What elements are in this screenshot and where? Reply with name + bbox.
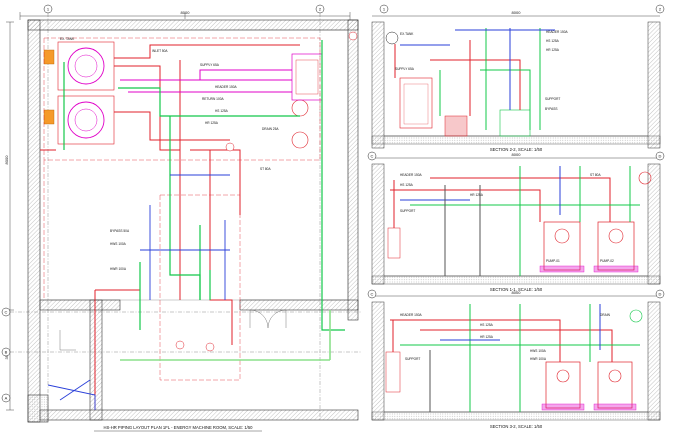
plan-grid-lines xyxy=(10,13,362,420)
plan-grid-c: C xyxy=(5,310,8,315)
section-2-2-tag-4: BYPASS xyxy=(545,107,558,111)
plan-room-outline xyxy=(39,29,349,301)
plan-piping-blue xyxy=(47,174,230,410)
section-1-1-tag-3: SUPPORT xyxy=(400,209,415,213)
plan-ref-red-dashed xyxy=(43,37,321,381)
section-3-2-dim: 8000 xyxy=(512,290,522,295)
section-3-2-tag-5: HWR 100A xyxy=(530,357,547,361)
plan-tag-10: ST 80A xyxy=(260,167,271,171)
section-3-2-tag-1: HS 125A xyxy=(480,323,494,327)
plan-section-markers xyxy=(175,31,358,352)
plan-tag-4: HS 125A xyxy=(215,109,229,113)
plan-tag-1: SUPPLY 65A xyxy=(200,63,220,67)
plan-grid-a: A xyxy=(5,396,8,401)
section-3-2-tag-0: HEADER 150A xyxy=(400,313,422,317)
plan-tag-0: INLET 50A xyxy=(152,49,168,53)
plan-tag-3: RETURN 100A xyxy=(202,97,224,101)
section-2-2-tag-3: SUPPORT xyxy=(545,97,560,101)
section-2-2-grid-a: 1 xyxy=(383,7,386,12)
section-1-1-tag-1: HS 125A xyxy=(400,183,414,187)
plan-dim-left: 8000 xyxy=(4,155,9,165)
section-2-2-tag-0: HEADER 150A xyxy=(546,30,568,34)
section-3-2-tag-3: SUPPORT xyxy=(405,357,420,361)
section-1-1: 8000 C D xyxy=(367,151,665,292)
section-2-2-dim: 8000 xyxy=(512,10,522,15)
plan-piping-green xyxy=(63,40,345,331)
section-3-2-tag-4: HWS 100A xyxy=(530,349,547,353)
plan-doors xyxy=(59,309,287,351)
plan-tag-2: HEADER 150A xyxy=(215,85,237,89)
section-1-1-dim: 8000 xyxy=(512,152,522,157)
plan-tag-7: BYPASS 50A xyxy=(110,229,130,233)
section-2-2-tag-2: HR 125A xyxy=(546,48,560,52)
plan-piping-lightgreen xyxy=(120,310,331,361)
section-2-2: 8000 1 2 xyxy=(371,4,665,152)
plan-grid-2: 2 xyxy=(319,7,322,12)
section-3-2-tag-6: DRAIN xyxy=(600,313,611,317)
plan-walls xyxy=(27,19,359,423)
section-views: 8000 1 2 xyxy=(367,4,665,429)
section-2-2-tag-5: SUPPLY 65A xyxy=(395,67,415,71)
section-2-2-caption: SECTION 2-2, SCALE: 1/50 xyxy=(490,147,543,152)
plan-dim-top: 8000 xyxy=(181,10,191,15)
plan-piping-red xyxy=(40,44,300,410)
section-1-1-tag-2: HR 125A xyxy=(470,193,484,197)
plan-caption: HS-HR PIPING LAYOUT PLAN 1FL - ENERGY MA… xyxy=(103,425,253,430)
plan-view: 8000 8000 3500 1 2 C B A xyxy=(1,4,362,432)
section-3-2: 8000 C D xyxy=(367,289,665,429)
section-3-2-tag-2: HR 125A xyxy=(480,335,494,339)
section-1-1-tag-6: ST 80A xyxy=(590,173,601,177)
plan-tag-6: DRAIN 25A xyxy=(262,127,279,131)
plan-grid-bubbles xyxy=(1,4,325,403)
section-2-2-tag-6: EX.TANK xyxy=(400,32,414,36)
plan-equipment xyxy=(43,41,323,149)
plan-tag-9: HWR 100A xyxy=(110,267,127,271)
section-1-1-tag-5: PUMP-02 xyxy=(600,259,614,263)
plan-grid-1: 1 xyxy=(47,7,50,12)
plan-tag-8: HWS 100A xyxy=(110,242,127,246)
section-1-1-caption: SECTION 1-1, SCALE: 1/50 xyxy=(490,287,543,292)
plan-tag-11: EX. TANK xyxy=(60,37,75,41)
section-2-2-tag-1: HS 125A xyxy=(546,39,560,43)
section-1-1-grid-a: C xyxy=(371,154,374,159)
plan-dimension-top xyxy=(19,12,351,20)
section-3-2-grid-b: D xyxy=(659,292,662,297)
section-1-1-grid-b: D xyxy=(659,154,662,159)
plan-piping-magenta xyxy=(120,69,292,93)
section-1-1-tag-0: HEADER 150A xyxy=(400,173,422,177)
plan-grid-b: B xyxy=(5,350,8,355)
section-2-2-grid-b: 2 xyxy=(659,7,662,12)
section-3-2-grid-a: C xyxy=(371,292,374,297)
section-1-1-tag-4: PUMP-01 xyxy=(546,259,560,263)
plan-tag-5: HR 125A xyxy=(205,121,219,125)
section-3-2-caption: SECTION 3-2, SCALE: 1/50 xyxy=(490,424,543,429)
